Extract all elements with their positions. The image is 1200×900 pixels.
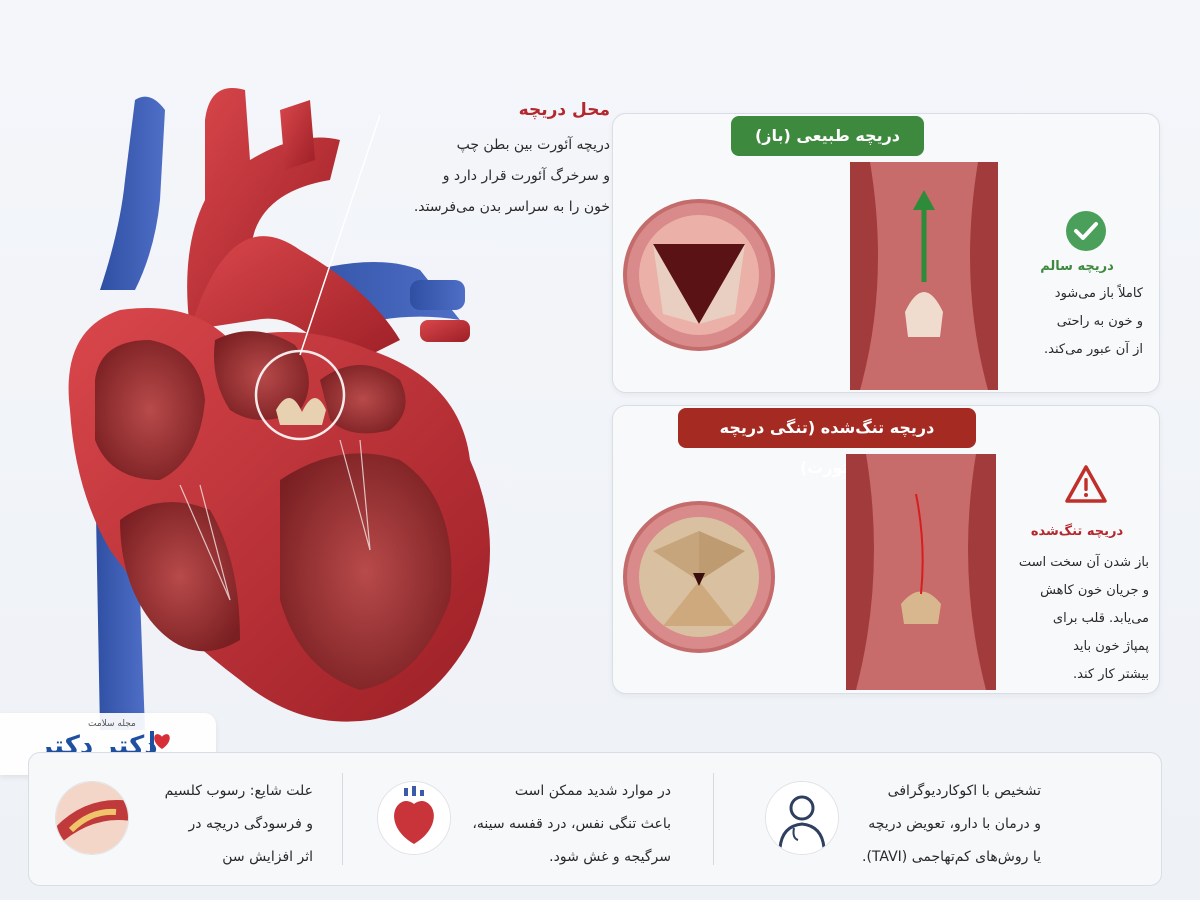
symptoms-line: باعث تنگی نفس، درد قفسه سینه، bbox=[472, 816, 671, 832]
stenotic-valve-line: بیشتر کار کند. bbox=[1073, 667, 1149, 682]
valve-location-callout: محل دریچه دریچه آئورت بین بطن چپ و سرخرگ… bbox=[370, 100, 610, 223]
open-valve-top-view bbox=[623, 199, 775, 351]
diagnosis-line: تشخیص با اکوکاردیوگرافی bbox=[887, 783, 1041, 799]
symptoms-line: سرگیجه و غش شود. bbox=[549, 849, 671, 865]
healthy-valve-description: کاملاً باز می‌شود و خون به راحتی از آن ع… bbox=[1003, 280, 1143, 364]
diagnosis-line: یا روش‌های کم‌تهاجمی (TAVI). bbox=[862, 849, 1041, 865]
cause-text: علت شایع: رسوب کلسیم و فرسودگی دریچه در … bbox=[133, 775, 313, 874]
valve-location-description: دریچه آئورت بین بطن چپ و سرخرگ آئورت قرا… bbox=[370, 130, 610, 223]
cause-line: علت شایع: رسوب کلسیم bbox=[164, 783, 313, 799]
calcified-artery-icon bbox=[55, 781, 129, 855]
warning-triangle-icon bbox=[1065, 465, 1107, 503]
diagnosis-text: تشخیص با اکوکاردیوگرافی و درمان با دارو،… bbox=[851, 775, 1041, 874]
healthy-valve-line: و خون به راحتی bbox=[1056, 314, 1143, 329]
open-valve-side-view bbox=[850, 162, 998, 390]
stenotic-valve-card: دریچه تنگ‌شده (تنگی دریچه آئورت) دریچه ت… bbox=[612, 405, 1160, 694]
stenotic-valve-header: دریچه تنگ‌شده (تنگی دریچه آئورت) bbox=[678, 408, 976, 477]
stenotic-valve-title: دریچه تنگ‌شده bbox=[1030, 524, 1124, 539]
doctor-icon bbox=[765, 781, 839, 855]
symptoms-line: در موارد شدید ممکن است bbox=[514, 783, 671, 799]
stenotic-valve-description: باز شدن آن سخت است و جریان خون کاهش می‌ی… bbox=[1003, 549, 1149, 689]
valve-location-line: دریچه آئورت بین بطن چپ bbox=[456, 137, 610, 153]
check-circle-icon bbox=[1066, 211, 1106, 251]
stenotic-valve-line: پمپاژ خون باید bbox=[1073, 639, 1149, 654]
stenotic-valve-side-view bbox=[846, 454, 996, 690]
normal-valve-header: دریچه طبیعی (باز) bbox=[731, 116, 924, 156]
heart-organ-icon bbox=[377, 781, 451, 855]
summary-panel: علت شایع: رسوب کلسیم و فرسودگی دریچه در … bbox=[28, 752, 1162, 886]
normal-valve-card: دریچه طبیعی (باز) دریچه سالم کاملاً باز … bbox=[612, 113, 1160, 393]
heart-cross-section-illustration bbox=[68, 88, 491, 730]
valve-location-title: محل دریچه bbox=[518, 100, 610, 120]
stenotic-valve-line: می‌یابد. قلب برای bbox=[1052, 611, 1149, 626]
stenotic-valve-line: و جریان خون کاهش bbox=[1040, 583, 1149, 598]
panel-divider bbox=[342, 773, 343, 865]
symptoms-text: در موارد شدید ممکن است باعث تنگی نفس، در… bbox=[471, 775, 671, 874]
healthy-valve-line: از آن عبور می‌کند. bbox=[1044, 342, 1143, 357]
healthy-valve-line: کاملاً باز می‌شود bbox=[1054, 286, 1143, 301]
cause-line: و فرسودگی دریچه در bbox=[188, 816, 314, 832]
logo-tagline: مجله سلامت bbox=[88, 719, 136, 729]
diagnosis-line: و درمان با دارو، تعویض دریچه bbox=[868, 816, 1041, 832]
stenotic-valve-line: باز شدن آن سخت است bbox=[1018, 555, 1149, 570]
stenotic-valve-top-view bbox=[623, 501, 775, 653]
valve-location-line: خون را به سراسر بدن می‌فرستد. bbox=[413, 199, 610, 215]
valve-location-line: و سرخرگ آئورت قرار دارد و bbox=[442, 168, 610, 184]
healthy-valve-title: دریچه سالم bbox=[1040, 259, 1114, 274]
cause-line: اثر افزایش سن bbox=[222, 849, 313, 865]
panel-divider bbox=[713, 773, 714, 865]
